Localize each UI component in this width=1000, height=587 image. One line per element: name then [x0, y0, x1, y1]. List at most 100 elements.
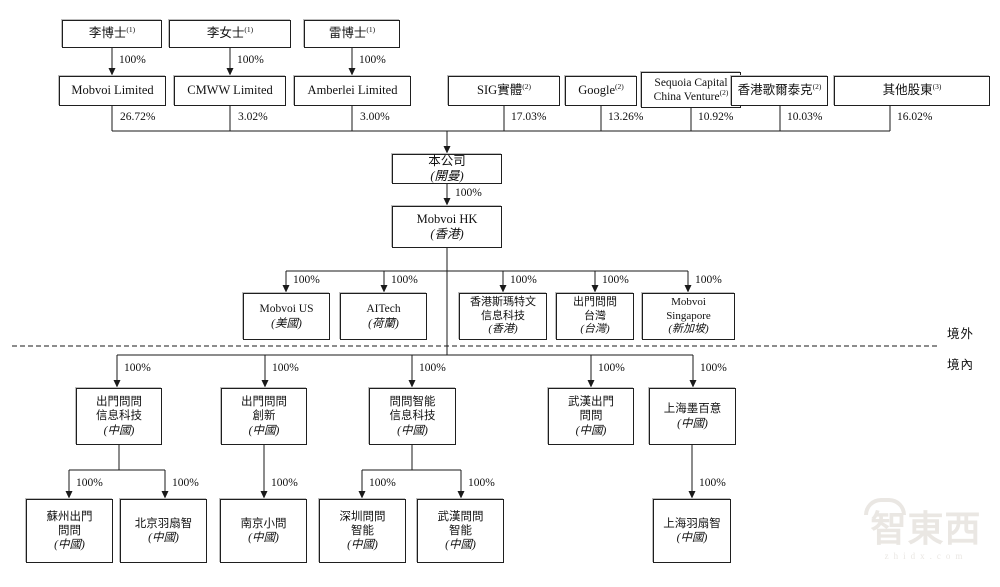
node-mobvoi-information-technology: 出門問問 信息科技 (中國): [76, 388, 162, 445]
node-ms-li: 李女士(1): [169, 20, 291, 48]
edge-percent: 100%: [271, 477, 298, 489]
node-label: Google(2): [578, 82, 624, 98]
node-shanghai-mobayi: 上海墨百意 (中國): [649, 388, 736, 445]
edge-percent: 100%: [598, 362, 625, 374]
edge-percent: 100%: [359, 54, 386, 66]
node-label: 上海羽扇智: [663, 517, 721, 530]
node-dr-lei: 雷博士(1): [304, 20, 400, 48]
node-location: (中國): [445, 539, 476, 551]
node-mobvoi-limited: Mobvoi Limited: [59, 76, 166, 106]
node-hk-goertek: 香港歌爾泰克(2): [731, 76, 828, 106]
node-mobvoi-taiwan: 出門問問 台灣 (台灣): [556, 293, 634, 340]
node-label: 智能: [449, 524, 472, 537]
node-label: 問問: [579, 410, 603, 423]
node-label: 南京小問: [240, 517, 287, 530]
node-shenzhen-wenwen: 深圳問問 智能 (中國): [319, 499, 406, 563]
node-aitech: AITech (荷蘭): [340, 293, 427, 340]
node-label: 武漢問問: [437, 510, 484, 523]
edge-percent: 10.92%: [698, 111, 734, 123]
edge-percent: 100%: [119, 54, 146, 66]
edge-percent: 100%: [124, 362, 151, 374]
watermark-zhidx: 智東西 zhidx.com: [856, 498, 996, 561]
node-wuhan-wenwen: 武漢問問 智能 (中國): [417, 499, 504, 563]
node-label: SIG實體(2): [477, 82, 531, 98]
node-location: (荷蘭): [368, 317, 399, 330]
node-label: 出門問問: [241, 396, 287, 409]
edge-percent: 100%: [369, 477, 396, 489]
node-label: Sequoia Capital: [654, 76, 728, 89]
edge-percent: 100%: [76, 477, 103, 489]
edge-percent: 100%: [455, 187, 482, 199]
node-wuhan-mobvoi: 武漢出門 問問 (中國): [548, 388, 634, 445]
edge-percent: 100%: [272, 362, 299, 374]
node-location: (美國): [271, 317, 302, 330]
edge-percent: 100%: [510, 274, 537, 286]
edge-percent: 100%: [602, 274, 629, 286]
edge-percent: 100%: [695, 274, 722, 286]
node-label: 武漢出門: [568, 396, 614, 409]
node-sig-entities: SIG實體(2): [448, 76, 560, 106]
node-label: 深圳問問: [339, 510, 386, 523]
node-location: (開曼): [430, 169, 464, 183]
node-location: (中國): [103, 424, 135, 437]
edge-percent: 100%: [237, 54, 264, 66]
node-label: 創新: [252, 410, 276, 423]
arrowheads: [65, 68, 697, 499]
node-other-shareholders: 其他股東(3): [834, 76, 990, 106]
node-label: 雷博士(1): [328, 25, 376, 41]
node-cmww-limited: CMWW Limited: [174, 76, 286, 106]
node-mobvoi-innovation: 出門問問 創新 (中國): [221, 388, 307, 445]
node-wenwen-ai-information-technology: 問問智能 信息科技 (中國): [369, 388, 456, 445]
node-nanjing-xiaowen: 南京小問 (中國): [220, 499, 307, 563]
node-label: 北京羽扇智: [134, 517, 193, 530]
edge-percent: 100%: [293, 274, 320, 286]
region-label-offshore: 境外: [947, 327, 975, 341]
node-location: (台灣): [580, 323, 610, 336]
edge-percent: 17.03%: [511, 111, 547, 123]
node-label: 李博士(1): [88, 25, 136, 41]
node-location: (新加坡): [668, 323, 709, 336]
node-label: 問問: [58, 524, 81, 537]
edge-percent: 3.00%: [360, 111, 390, 123]
edge-percent: 100%: [699, 477, 726, 489]
watermark-arc-icon: [864, 498, 906, 515]
edge-percent: 13.26%: [608, 111, 644, 123]
node-label: 信息科技: [96, 410, 142, 423]
node-mobvoi-singapore: Mobvoi Singapore (新加坡): [642, 293, 735, 340]
edge-percent: 100%: [468, 477, 495, 489]
node-location: (中國): [677, 417, 708, 430]
node-label: 出門問問: [96, 396, 142, 409]
node-sequoia-capital-china-venture: Sequoia Capital China Venture(2): [641, 72, 741, 108]
node-beijing-yushanzhi: 北京羽扇智 (中國): [120, 499, 207, 563]
node-the-company-cayman: 本公司 (開曼): [392, 154, 502, 184]
node-label: 本公司: [428, 153, 466, 168]
node-suzhou-mobvoi: 蘇州出門 問問 (中國): [26, 499, 113, 563]
node-label: Amberlei Limited: [307, 83, 398, 98]
node-label: 出門問問: [573, 296, 617, 309]
node-location: (中國): [248, 424, 280, 437]
node-label: Singapore: [666, 309, 711, 322]
node-label: Mobvoi US: [259, 303, 314, 316]
edge-percent: 26.72%: [120, 111, 156, 123]
edge-percent: 3.02%: [238, 111, 268, 123]
node-label: AITech: [366, 303, 401, 316]
edge-percent: 100%: [419, 362, 446, 374]
node-mobvoi-hk: Mobvoi HK (香港): [392, 206, 502, 248]
node-label: 香港歌爾泰克(2): [737, 82, 822, 98]
node-label: 台灣: [584, 309, 606, 322]
node-label: 李女士(1): [206, 25, 254, 41]
edge-percent: 100%: [391, 274, 418, 286]
node-location: (中國): [54, 539, 85, 551]
edge-percent: 10.03%: [787, 111, 823, 123]
node-label: CMWW Limited: [187, 83, 273, 98]
node-shanghai-yushanzhi: 上海羽扇智 (中國): [653, 499, 731, 563]
node-google: Google(2): [565, 76, 637, 106]
node-label: 上海墨百意: [663, 403, 722, 416]
node-dr-li: 李博士(1): [62, 20, 162, 48]
node-location: (中國): [575, 424, 607, 437]
node-location: (中國): [397, 424, 428, 437]
node-label: Mobvoi Limited: [71, 83, 154, 98]
edge-percent: 16.02%: [897, 111, 933, 123]
